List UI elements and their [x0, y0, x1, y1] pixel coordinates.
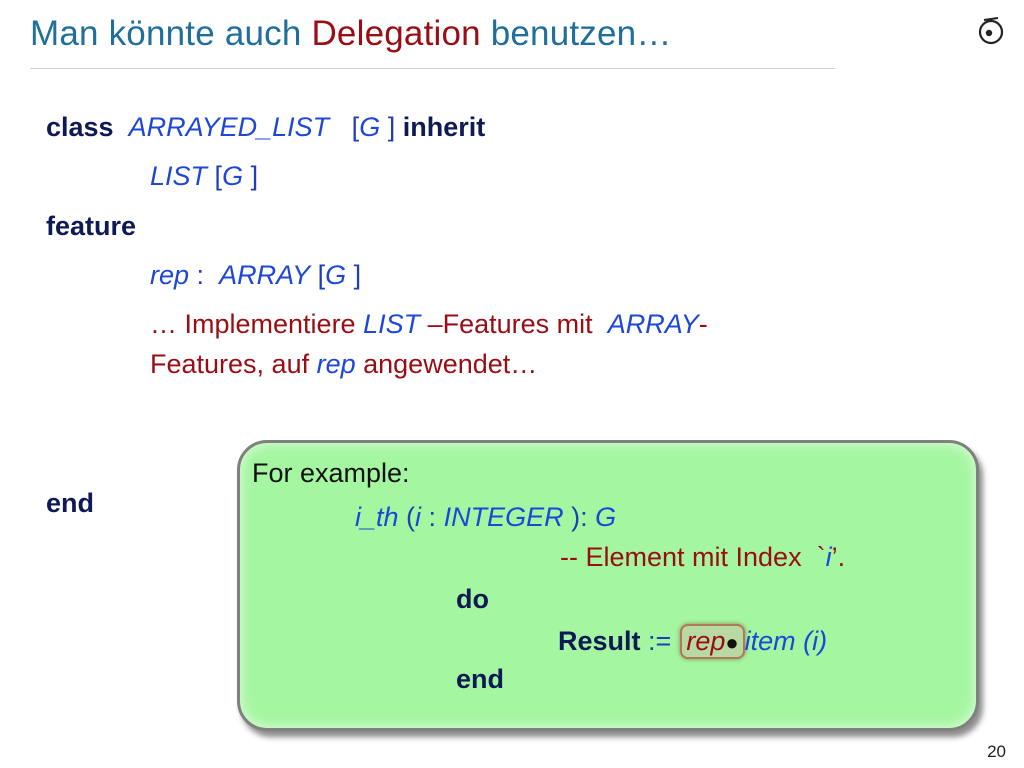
comment-hyphen: - — [698, 309, 708, 339]
bracket-close: ] — [353, 260, 362, 290]
comment-array: ARRAY — [607, 309, 699, 339]
example-do: do — [456, 584, 489, 615]
bracket-close: ] — [250, 161, 259, 191]
argument-name: i — [415, 502, 422, 532]
call-args: (i) — [795, 626, 828, 656]
keyword-feature: feature — [46, 211, 137, 241]
code-line-parent: LIST [G ] — [150, 161, 258, 192]
title-highlight: Delegation — [311, 14, 481, 53]
bracket-open: [ — [214, 161, 223, 191]
keyword-class: class — [46, 112, 114, 142]
comment-text: angewendet… — [355, 349, 538, 379]
keyword-end: end — [46, 488, 95, 518]
comment-rep: rep — [316, 349, 356, 379]
example-signature: i_th (i : INTEGER ): G — [355, 502, 616, 533]
paren-close: ): — [563, 502, 596, 532]
comment-index: i — [825, 542, 832, 572]
parent-class: LIST — [150, 161, 208, 191]
keyword-do: do — [456, 584, 489, 614]
code-line-feature: feature — [46, 211, 136, 242]
example-result-line: Result := rep●item (i) — [558, 624, 827, 659]
comment-list: LIST — [363, 309, 421, 339]
call-name: item — [744, 626, 796, 656]
feature-name: i_th — [355, 502, 399, 532]
bracket-open: [ — [317, 260, 326, 290]
example-comment: -- Element mit Index `i’. — [560, 542, 845, 573]
generic-param: G — [359, 112, 381, 142]
title-part-3: benutzen… — [480, 14, 672, 53]
return-type: G — [595, 502, 617, 532]
code-line-rep: rep : ARRAY [G ] — [150, 260, 361, 291]
comment-text: –Features mit — [420, 309, 601, 339]
example-heading: For example: — [252, 458, 410, 488]
code-comment-line-2: Features, auf rep angewendet… — [150, 349, 537, 380]
bracket-close: ] — [387, 112, 396, 142]
comment-text: -- Element mit Index — [560, 542, 810, 572]
rep-type: ARRAY — [219, 260, 311, 290]
keyword-result: Result — [558, 626, 641, 656]
keyword-end: end — [456, 664, 505, 694]
comment-text: Features, auf — [150, 349, 317, 379]
bracket-open: [ — [351, 112, 360, 142]
code-line-class: class ARRAYED_LIST [G ] inherit — [46, 112, 485, 143]
comment-end: ’. — [831, 542, 846, 572]
colon: : — [421, 502, 444, 532]
assign-operator: := — [640, 626, 679, 656]
dot-operator: ● — [725, 629, 739, 655]
generic-param: G — [222, 161, 244, 191]
title-divider — [30, 68, 835, 69]
generic-param: G — [325, 260, 347, 290]
example-callout — [237, 440, 979, 731]
title-part-1: Man könnte auch — [30, 14, 312, 53]
slide-title: Man könnte auch Delegation benutzen… — [30, 14, 672, 54]
class-name: ARRAYED_LIST — [128, 112, 330, 142]
code-comment-line-1: … Implementiere LIST –Features mit ARRAY… — [150, 309, 708, 340]
page-number: 20 — [987, 742, 1006, 761]
university-logo-icon — [978, 17, 1004, 45]
example-end: end — [456, 664, 504, 695]
comment-quote: ` — [816, 542, 826, 572]
paren-open: ( — [398, 502, 416, 532]
rep-attribute: rep — [150, 260, 190, 290]
keyword-inherit: inherit — [402, 112, 486, 142]
colon: : — [196, 260, 205, 290]
argument-type: INTEGER — [443, 502, 564, 532]
rep-call-target: rep — [686, 626, 726, 656]
comment-text: … Implementiere — [150, 309, 364, 339]
code-line-end: end — [46, 488, 94, 519]
rep-highlight: rep● — [680, 624, 745, 659]
